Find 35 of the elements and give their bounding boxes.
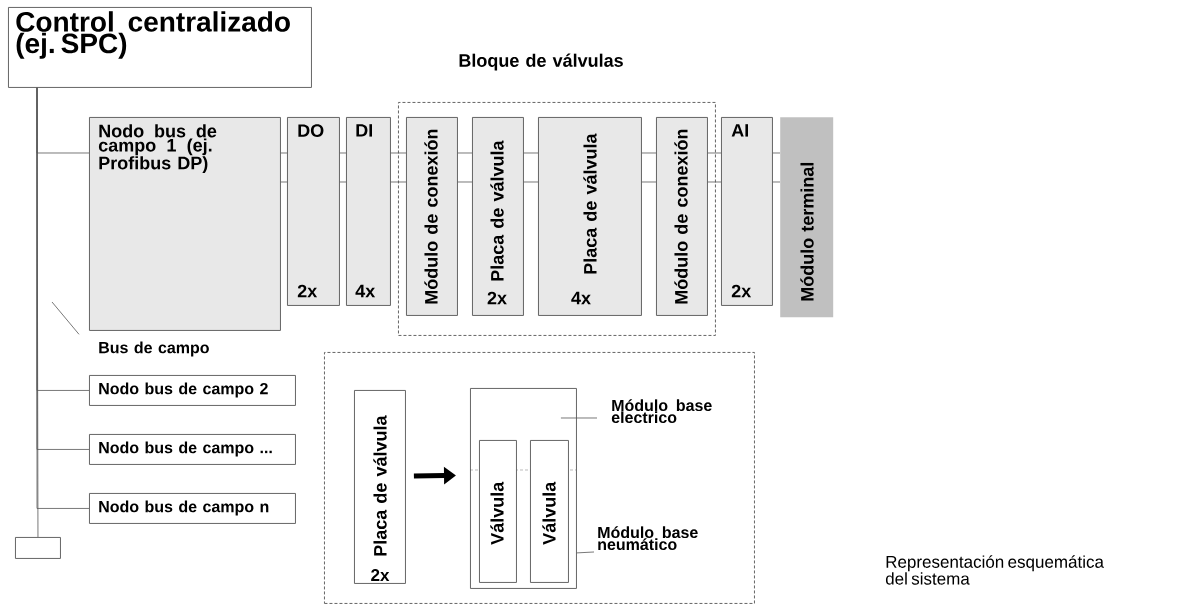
fieldbus-node-box: Nodo bus de campo ... bbox=[89, 434, 296, 465]
detail-frame bbox=[324, 352, 755, 604]
leader-line bbox=[51, 301, 80, 335]
module-box: Módulo de conexión bbox=[656, 117, 708, 316]
caption: Representación esquemática del sistema bbox=[885, 555, 1104, 585]
valve-box: Válvula bbox=[530, 440, 569, 583]
bus-line bbox=[523, 152, 539, 183]
controller-box: Control centralizado (ej. SPC) bbox=[8, 7, 312, 88]
fieldbus-node-box: Nodo bus de campo 1 (ej. Profibus DP) bbox=[89, 117, 281, 331]
bus-line bbox=[641, 152, 657, 183]
module-box: Módulo de conexión bbox=[406, 117, 458, 316]
valve-box: Válvula bbox=[479, 440, 517, 583]
terminal-module-box: Módulo terminal bbox=[780, 117, 834, 318]
fieldbus-node-box: Nodo bus de campo n bbox=[89, 493, 296, 524]
leader-line bbox=[576, 551, 595, 554]
module-box: DI 4x bbox=[346, 117, 391, 306]
bus-line bbox=[457, 152, 473, 183]
module-box: Placa de válvula 4x bbox=[538, 117, 642, 316]
bus-line bbox=[772, 152, 781, 183]
leader-line bbox=[560, 417, 598, 419]
bus-line bbox=[707, 152, 722, 183]
valve-plate-box: Placa de válvula 2x bbox=[354, 390, 406, 584]
terminator-box bbox=[15, 537, 61, 559]
part-label: Módulo base neumático bbox=[598, 526, 698, 551]
part-label: Módulo base electrico bbox=[611, 399, 712, 424]
bus-line bbox=[390, 152, 407, 183]
fieldbus-node-box: Nodo bus de campo 2 bbox=[89, 375, 296, 406]
bus-label: Bus de campo bbox=[99, 341, 209, 357]
module-box: AI 2x bbox=[721, 117, 773, 306]
module-box: DO 2x bbox=[287, 117, 340, 306]
module-box: Placa de válvula 2x bbox=[472, 117, 524, 316]
bus-line bbox=[280, 152, 288, 183]
bus-line bbox=[36, 87, 39, 538]
node-label: Bloque de válvulas bbox=[459, 53, 623, 71]
bus-line bbox=[339, 152, 347, 183]
